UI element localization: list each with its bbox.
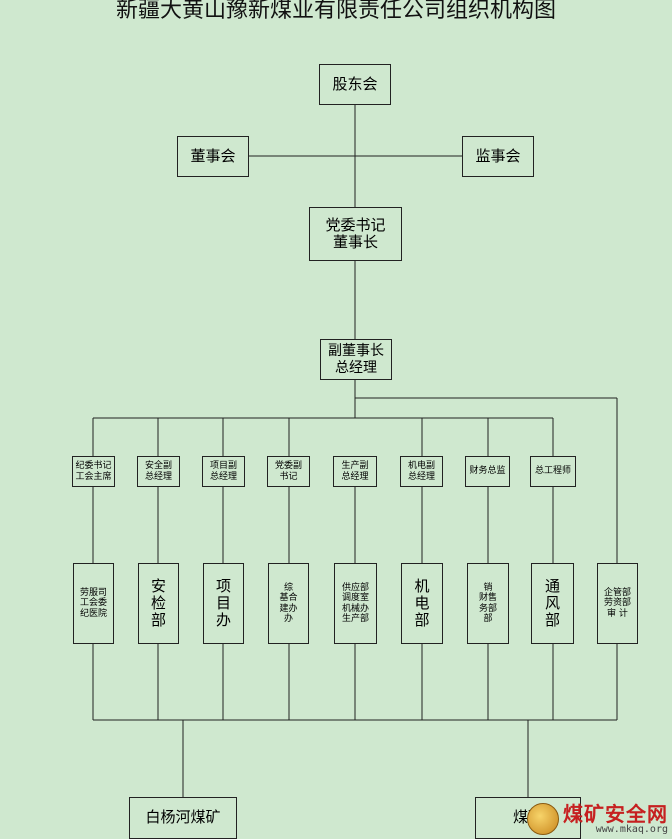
- node-enterprise-dept: 企管部 劳资部 审 计: [597, 563, 638, 644]
- node-finance-dept: 销 财售 务部 部: [467, 563, 509, 644]
- node-discipline: 纪委书记 工会主席: [72, 456, 115, 487]
- node-labor-dept-label: 劳服司 工会委 纪医院: [79, 587, 107, 619]
- node-labor-dept: 劳服司 工会委 纪医院: [73, 563, 114, 644]
- node-infra-office-label: 综 基合 建办 办: [279, 582, 298, 624]
- node-mine-baiyanghe-label: 白杨河煤矿: [145, 808, 221, 827]
- node-supply-dept-label: 供应部 调度室 机械办 生产部: [341, 582, 369, 624]
- node-electro-dept-label: 机 电 部: [414, 576, 430, 630]
- node-discipline-label: 纪委书记 工会主席: [75, 461, 112, 482]
- node-supervisors: 监事会: [462, 136, 534, 177]
- chart-title: 新疆大黄山豫新煤业有限责任公司组织机构图: [115, 0, 556, 23]
- node-project-vp: 项目副 总经理: [202, 456, 245, 487]
- node-production-vp: 生产副 总经理: [333, 456, 377, 487]
- node-shareholders: 股东会: [319, 64, 391, 105]
- node-enterprise-dept-label: 企管部 劳资部 审 计: [603, 587, 631, 619]
- node-secretary-chairman: 党委书记 董事长: [309, 207, 402, 261]
- node-secretary-chairman-label: 党委书记 董事长: [325, 215, 386, 251]
- node-safety-vp: 安全副 总经理: [137, 456, 180, 487]
- watermark: 煤矿安全网 www.mkaq.org: [527, 803, 668, 835]
- node-finance-chief: 财务总监: [465, 456, 510, 487]
- watermark-url: www.mkaq.org: [595, 823, 668, 835]
- node-safety-vp-label: 安全副 总经理: [144, 461, 172, 482]
- node-safety-dept-label: 安 检 部: [150, 576, 166, 630]
- node-vice-chairman: 副董事长 总经理: [320, 339, 392, 380]
- node-chief-engineer-label: 总工程师: [534, 466, 571, 477]
- node-supervisors-label: 监事会: [475, 146, 521, 165]
- node-mine-baiyanghe: 白杨河煤矿: [129, 797, 237, 839]
- watermark-name: 煤矿安全网: [563, 801, 668, 826]
- node-infra-office: 综 基合 建办 办: [268, 563, 309, 644]
- node-party-deputy: 党委副 书记: [267, 456, 310, 487]
- node-finance-dept-label: 销 财售 务部 部: [478, 582, 497, 624]
- node-board-label: 董事会: [190, 146, 236, 165]
- node-vice-chairman-label: 副董事长 总经理: [328, 343, 384, 376]
- node-project-office-label: 项 目 办: [215, 576, 231, 630]
- node-ventilation-dept: 通 风 部: [531, 563, 574, 644]
- node-production-vp-label: 生产副 总经理: [341, 461, 369, 482]
- node-shareholders-label: 股东会: [332, 74, 378, 93]
- node-electro-vp-label: 机电副 总经理: [407, 461, 435, 482]
- node-electro-vp: 机电副 总经理: [400, 456, 443, 487]
- watermark-logo-icon: [527, 803, 559, 835]
- node-party-deputy-label: 党委副 书记: [274, 461, 302, 482]
- node-electro-dept: 机 电 部: [401, 563, 443, 644]
- node-supply-dept: 供应部 调度室 机械办 生产部: [334, 563, 377, 644]
- node-safety-dept: 安 检 部: [138, 563, 179, 644]
- node-project-vp-label: 项目副 总经理: [209, 461, 237, 482]
- node-finance-chief-label: 财务总监: [469, 466, 506, 477]
- node-chief-engineer: 总工程师: [530, 456, 576, 487]
- node-project-office: 项 目 办: [203, 563, 244, 644]
- node-ventilation-dept-label: 通 风 部: [544, 576, 560, 630]
- node-board: 董事会: [177, 136, 249, 177]
